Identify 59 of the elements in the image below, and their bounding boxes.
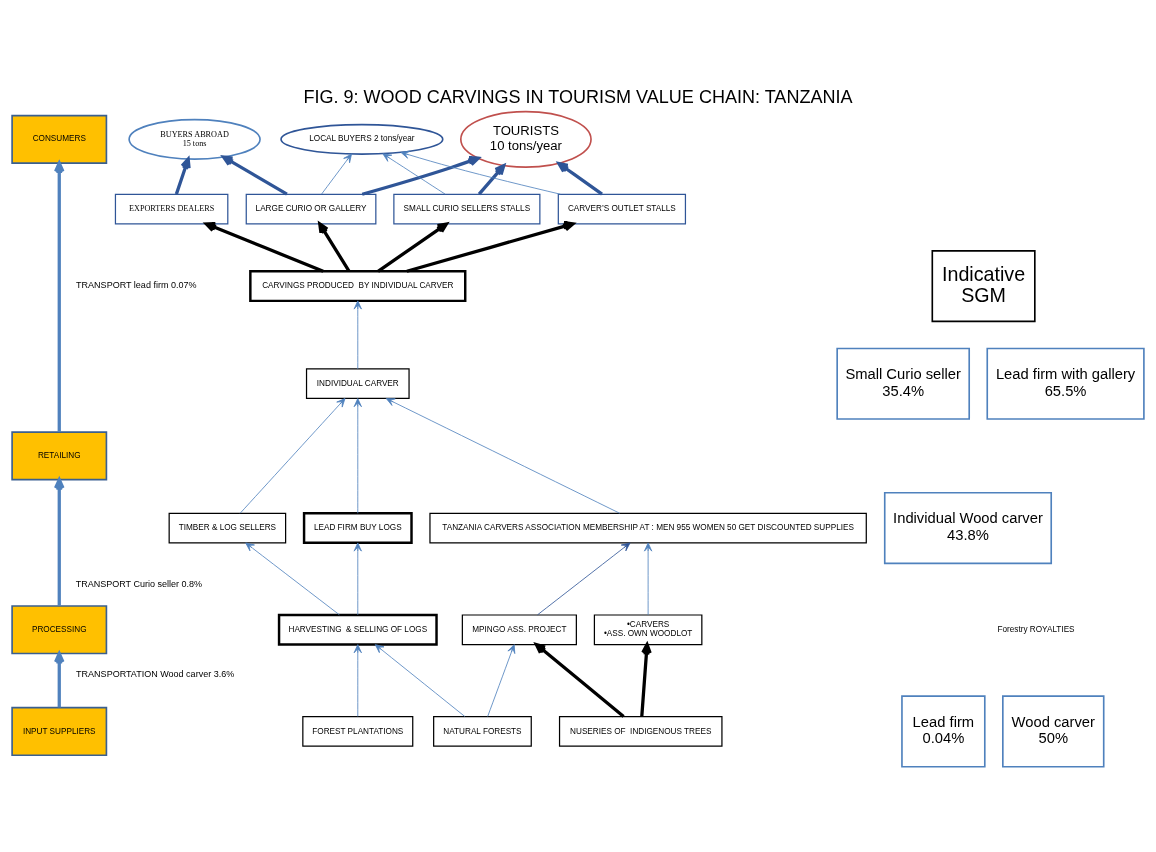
- node-box: INDIVIDUAL CARVER: [305, 368, 410, 400]
- arrow: [245, 542, 340, 616]
- arrow: [53, 478, 65, 606]
- node-box: HARVESTING & SELLING OF LOGS: [277, 613, 438, 646]
- node-box: CARVINGS PRODUCED BY INDIVIDUAL CARVER: [249, 270, 467, 303]
- arrow: [487, 644, 516, 717]
- node-ellipse: BUYERS ABROAD 15 tons: [128, 118, 261, 160]
- node-box: FOREST PLANTATIONS: [302, 716, 414, 747]
- arrow: [204, 221, 324, 273]
- arrow: [382, 153, 446, 195]
- node-box: CARVER’S OUTLET STALLS: [557, 193, 687, 225]
- node-box: Wood carver 50%: [1002, 695, 1105, 768]
- node-box: Lead firm 0.04%: [901, 695, 986, 768]
- label: Forestry ROYALTIES: [997, 624, 1075, 634]
- arrow: [53, 161, 65, 432]
- node-box: SMALL CURIO SELLERS STALLS: [393, 193, 541, 225]
- node-box: INPUT SUPPLIERS: [11, 706, 108, 757]
- arrow: [321, 153, 352, 195]
- node-box: NATURAL FORESTS: [433, 716, 532, 747]
- edge-label: TRANSPORT lead firm 0.07%: [76, 280, 197, 291]
- arrow: [353, 542, 362, 616]
- node-box: PROCESSING: [11, 605, 108, 655]
- node-box: •CARVERS •ASS. OWN WOODLOT: [593, 614, 703, 646]
- node-box: LARGE CURIO OR GALLERY: [245, 193, 377, 225]
- arrow: [537, 542, 631, 616]
- arrow: [406, 220, 575, 273]
- diagram-title: FIG. 9: WOOD CARVINGS IN TOURISM VALUE CHAIN: TANZANIA: [303, 87, 853, 107]
- node-ellipse: LOCAL BUYERS 2 tons/year: [280, 123, 444, 155]
- edge-label: TRANSPORT Curio seller 0.8%: [75, 578, 203, 589]
- node-box: Individual Wood carver 43.8%: [883, 491, 1053, 565]
- arrow: [644, 542, 653, 616]
- arrow: [361, 155, 480, 196]
- node-box: RETAILING: [11, 431, 108, 481]
- arrow: [174, 157, 191, 195]
- node-box: MPINGO ASS. PROJECT: [461, 614, 577, 646]
- arrow: [557, 162, 603, 196]
- arrow: [239, 398, 346, 514]
- node-box: Small Curio seller 35.4%: [836, 347, 971, 420]
- arrow: [534, 643, 625, 718]
- arrow: [377, 222, 449, 273]
- node-box: TIMBER & LOG SELLERS: [168, 512, 287, 544]
- arrow: [353, 644, 362, 717]
- node-box: LEAD FIRM BUY LOGS: [302, 512, 413, 545]
- node-box: CONSUMERS: [11, 114, 108, 164]
- arrow: [353, 300, 362, 370]
- arrow: [400, 150, 561, 195]
- arrow: [477, 164, 506, 196]
- arrow: [640, 642, 652, 717]
- node-box: Lead firm with gallery 65.5%: [986, 347, 1145, 420]
- arrow: [221, 155, 288, 196]
- arrow: [385, 398, 621, 514]
- node-box: NUSERIES OF INDIGENOUS TREES: [558, 716, 723, 747]
- node-box: Indicative SGM: [931, 250, 1036, 323]
- arrow: [353, 398, 362, 514]
- arrow: [374, 644, 466, 717]
- node-box: EXPORTERS DEALERS: [114, 193, 229, 225]
- node-box: TANZANIA CARVERS ASSOCIATION MEMBERSHIP AT : MEN 955 WOMEN 50 GET DISCOUNTED SUPPLIES: [429, 512, 867, 544]
- edge-label: TRANSPORTATION Wood carver 3.6%: [76, 669, 235, 680]
- arrow: [318, 222, 351, 272]
